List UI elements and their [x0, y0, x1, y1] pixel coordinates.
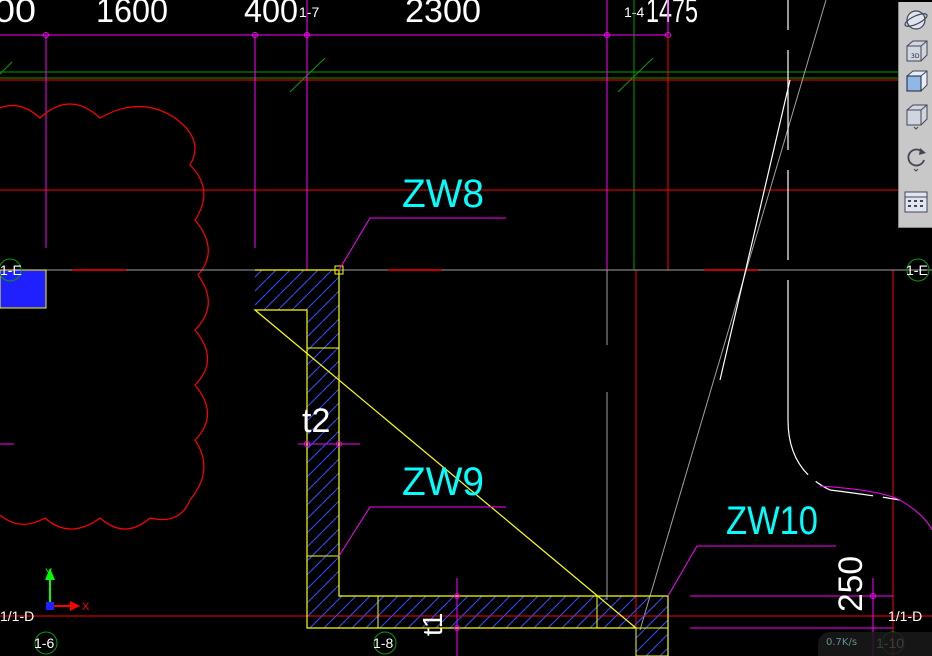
- dim-text-left: 00: [0, 0, 36, 30]
- network-speed-text: 0.7K/s: [826, 637, 858, 648]
- axis-label-1-1-d-left: 1/1-D: [0, 608, 34, 624]
- orbit-icon[interactable]: [902, 6, 930, 34]
- column-fill: [0, 269, 47, 309]
- magenta-vertical-lines: [0, 0, 893, 656]
- white-outline: [719, 0, 901, 501]
- dim-text-250: 250: [832, 556, 870, 612]
- cube-front-icon[interactable]: [902, 68, 930, 96]
- dim-text-1600: 1600: [96, 0, 168, 30]
- thickness-mark-t2: t2: [302, 402, 330, 440]
- wall-label-zw10: ZW10: [726, 499, 818, 543]
- axis-label-1-e-right: 1-E: [906, 262, 928, 278]
- axis-label-1-e-left: 1-E: [0, 262, 22, 278]
- revision-cloud: [0, 103, 209, 530]
- view-navigation-toolbar: 3D: [898, 2, 932, 228]
- axis-label-1-8: 1-8: [373, 635, 393, 651]
- grid-panel-icon[interactable]: [902, 188, 930, 216]
- ucs-icon: Y X: [45, 567, 90, 613]
- dim-text-1475: 1475: [646, 0, 698, 30]
- ucs-x-label: X: [82, 601, 90, 613]
- axis-label-1-7-top: 1-7: [299, 4, 319, 20]
- axis-label-1-6: 1-6: [34, 635, 54, 651]
- network-speed-indicator: 0.7K/s: [818, 632, 932, 656]
- green-grid-lines: [0, 0, 900, 270]
- wall-leaders: [338, 217, 836, 597]
- wall-zw8-zw9: [253, 265, 669, 656]
- axis-label-1-1-d-right: 1/1-D: [888, 608, 922, 624]
- red-lines: [0, 35, 932, 656]
- dim-text-400: 400: [244, 0, 298, 30]
- ucs-y-label: Y: [45, 567, 53, 579]
- top-dimension-texts: 00 1600 400 2300 1475: [0, 0, 698, 30]
- thickness-mark-t1: t1: [417, 613, 448, 636]
- rotate-icon[interactable]: [902, 144, 930, 172]
- top-dimension-line: [0, 32, 671, 38]
- 3d-view-icon[interactable]: 3D: [902, 38, 930, 66]
- gray-guide-lines: [606, 0, 827, 631]
- svg-text:3D: 3D: [911, 53, 920, 60]
- wall-label-zw9: ZW9: [402, 460, 484, 504]
- dim-text-2300: 2300: [405, 0, 481, 30]
- cube-side-icon[interactable]: [902, 102, 930, 130]
- wall-label-zw8: ZW8: [402, 172, 484, 216]
